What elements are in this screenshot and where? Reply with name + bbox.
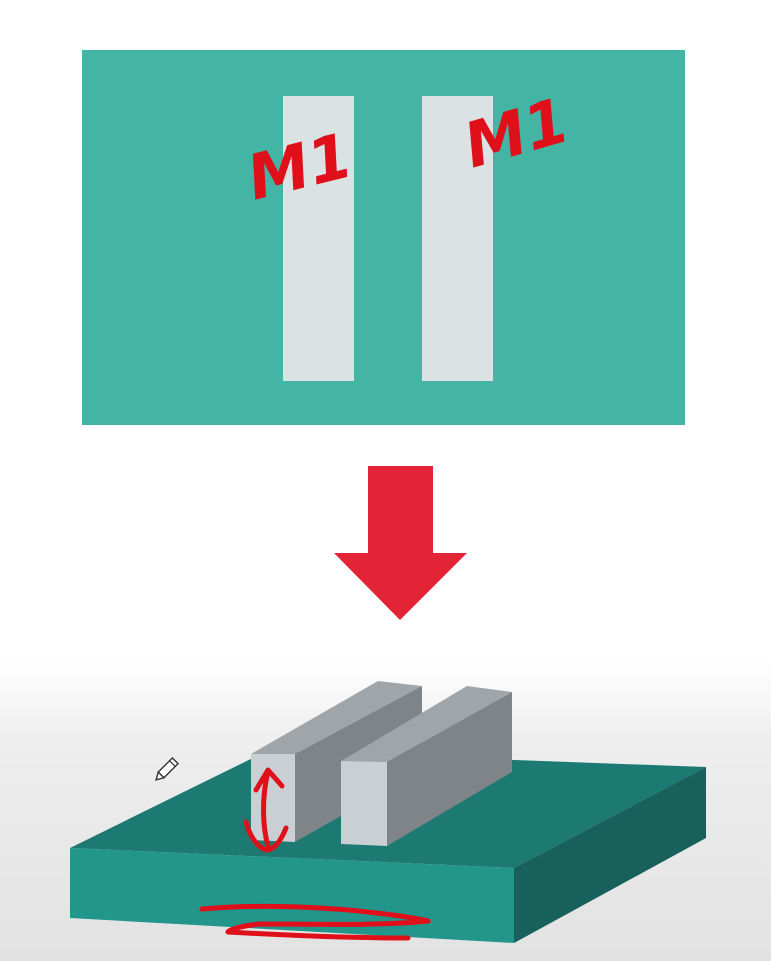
down-arrow [334,466,467,620]
metal-bar-right-top [341,686,512,762]
top-view-substrate [82,50,685,425]
top-view: M1 M1 [82,50,685,425]
substrate-side-face [514,767,706,943]
cross-section-3d-view [70,681,706,943]
pencil-icon [155,756,180,781]
metal-bar-left-top [251,681,422,754]
metal-bar-left-front [251,754,295,842]
top-view-metal-line-right [422,96,493,381]
metal-bar-right-front [341,761,387,846]
metal-bar-right-side [387,692,512,846]
substrate-front-face [70,848,514,943]
thickness-double-arrow [243,767,289,853]
substrate-scribble [199,903,431,941]
top-view-metal-line-left [283,96,354,381]
